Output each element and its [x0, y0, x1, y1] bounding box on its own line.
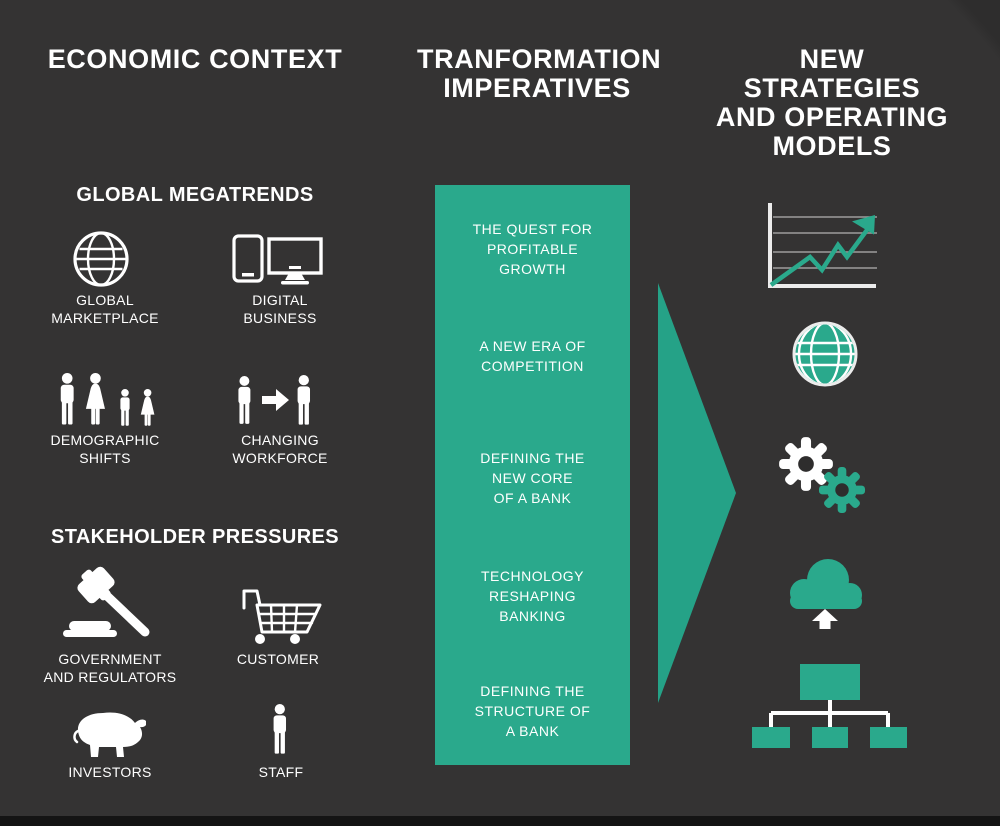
global-megatrends-heading: GLOBAL MEGATRENDS: [76, 184, 314, 206]
imperatives-panel: THE QUEST FOR PROFITABLE GROWTH A NEW ER…: [435, 185, 630, 765]
bull-icon: [73, 712, 146, 757]
gavel-icon: [63, 566, 150, 637]
changing-workforce-label: CHANGING WORKFORCE: [232, 432, 328, 466]
imperative-item: TECHNOLOGY RESHAPING BANKING: [480, 568, 584, 624]
imperative-item: DEFINING THE STRUCTURE OF A BANK: [474, 683, 591, 739]
global-marketplace-label: GLOBAL MARKETPLACE: [51, 292, 159, 326]
imperative-item: THE QUEST FOR PROFITABLE GROWTH: [472, 221, 593, 277]
stakeholder-pressures-heading: STAKEHOLDER PRESSURES: [50, 526, 340, 548]
phone-monitor-icon: [232, 234, 323, 285]
shopping-cart-icon: [242, 589, 322, 644]
family-figures-icon: [60, 373, 155, 426]
growth-chart-icon: [768, 203, 877, 288]
footer-bar: [0, 816, 1000, 826]
economic-context-title: ECONOMIC CONTEXT: [47, 44, 343, 74]
investors-label: INVESTORS: [68, 764, 152, 780]
globe-wireframe-icon: [73, 231, 129, 287]
imperative-item: DEFINING THE NEW CORE OF A BANK: [480, 450, 585, 506]
transformation-imperatives-title: TRANFORMATION IMPERATIVES: [417, 44, 662, 103]
globe-icon: [792, 321, 858, 387]
person-arrow-person-icon: [238, 375, 311, 425]
demographic-shifts-label: DEMOGRAPHIC SHIFTS: [50, 432, 160, 466]
government-regulators-label: GOVERNMENT AND REGULATORS: [43, 651, 177, 685]
new-strategies-title: NEW STRATEGIES AND OPERATING MODELS: [715, 44, 949, 161]
person-icon: [273, 704, 287, 754]
staff-label: STAFF: [258, 764, 304, 780]
cloud-upload-icon: [790, 559, 862, 629]
flow-arrow: [658, 283, 736, 703]
imperative-item: A NEW ERA OF COMPETITION: [479, 338, 586, 374]
gears-icon: [779, 437, 866, 514]
org-chart-icon: [752, 664, 907, 748]
customer-label: CUSTOMER: [236, 651, 320, 667]
digital-business-label: DIGITAL BUSINESS: [243, 292, 317, 326]
